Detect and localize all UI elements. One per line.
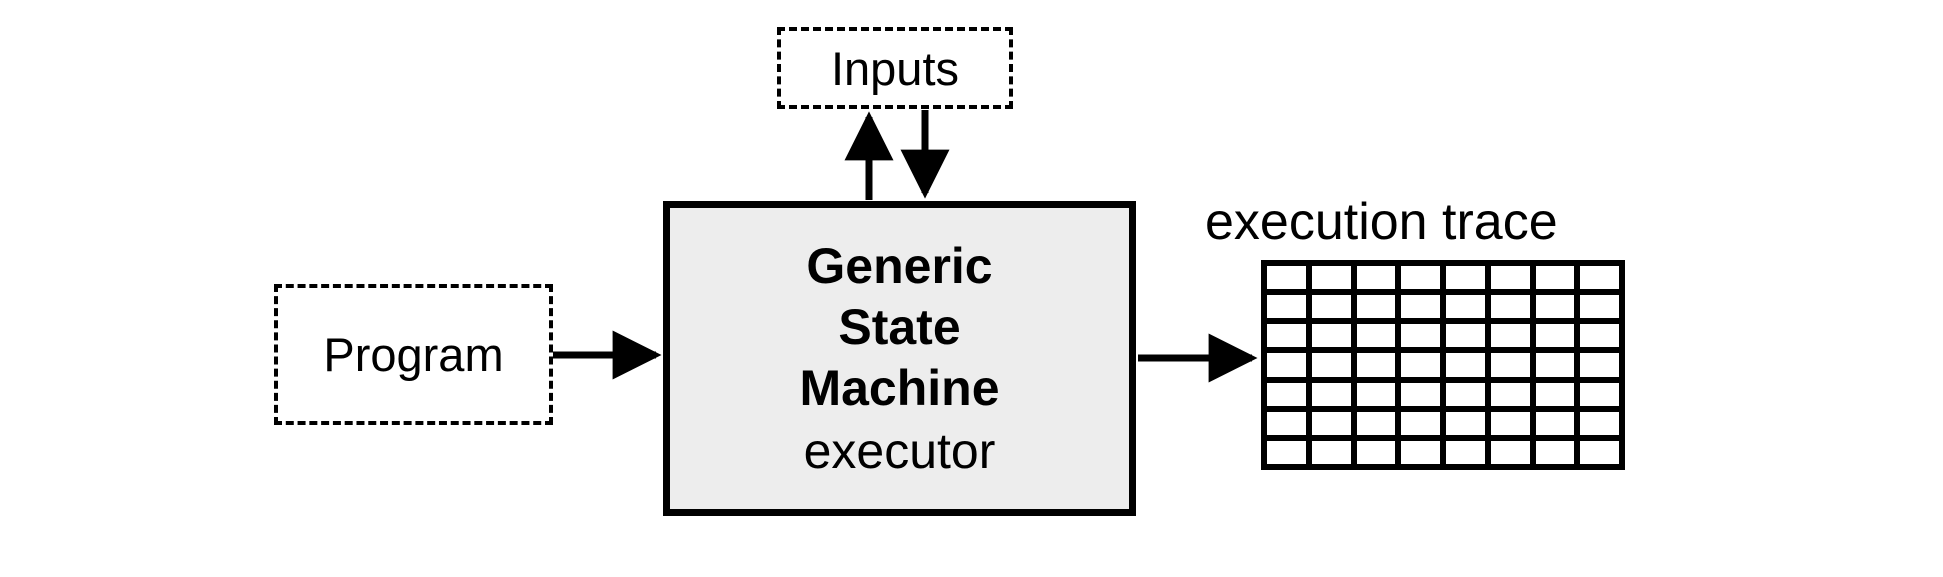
trace-row: [1264, 350, 1622, 380]
trace-cell[interactable]: [1577, 437, 1622, 467]
trace-cell[interactable]: [1577, 350, 1622, 380]
trace-cell[interactable]: [1532, 292, 1578, 322]
execution-trace-label: execution trace: [1205, 193, 1558, 251]
node-executor-label-line4: executor: [803, 422, 996, 479]
node-executor[interactable]: Generic State Machine executor: [663, 201, 1136, 516]
trace-row: [1264, 408, 1622, 438]
trace-cell[interactable]: [1487, 263, 1533, 293]
trace-cell[interactable]: [1487, 350, 1533, 380]
trace-cell[interactable]: [1398, 321, 1443, 351]
trace-cell[interactable]: [1532, 379, 1578, 409]
trace-row: [1264, 321, 1622, 351]
trace-cell[interactable]: [1398, 437, 1443, 467]
trace-cell[interactable]: [1353, 350, 1399, 380]
trace-row: [1264, 292, 1622, 322]
trace-cell[interactable]: [1264, 408, 1309, 438]
trace-cell[interactable]: [1308, 350, 1354, 380]
trace-cell[interactable]: [1398, 379, 1443, 409]
trace-cell[interactable]: [1353, 379, 1399, 409]
trace-cell[interactable]: [1264, 292, 1309, 322]
trace-cell[interactable]: [1398, 263, 1443, 293]
trace-cell[interactable]: [1398, 292, 1443, 322]
trace-cell[interactable]: [1443, 408, 1488, 438]
trace-cell[interactable]: [1264, 350, 1309, 380]
trace-cell[interactable]: [1398, 408, 1443, 438]
trace-cell[interactable]: [1308, 292, 1354, 322]
trace-cell[interactable]: [1264, 437, 1309, 467]
trace-row: [1264, 437, 1622, 467]
trace-cell[interactable]: [1487, 408, 1533, 438]
node-executor-label-line1: Generic: [806, 237, 993, 294]
trace-cell[interactable]: [1264, 321, 1309, 351]
trace-cell[interactable]: [1532, 321, 1578, 351]
trace-cell[interactable]: [1487, 292, 1533, 322]
trace-cell[interactable]: [1443, 321, 1488, 351]
trace-cell[interactable]: [1532, 350, 1578, 380]
trace-cell[interactable]: [1264, 263, 1309, 293]
trace-cell[interactable]: [1443, 437, 1488, 467]
trace-cell[interactable]: [1308, 437, 1354, 467]
trace-cell[interactable]: [1353, 263, 1399, 293]
trace-cell[interactable]: [1577, 292, 1622, 322]
node-inputs-label: Inputs: [830, 41, 960, 95]
trace-cell[interactable]: [1577, 379, 1622, 409]
execution-trace-grid[interactable]: [1261, 260, 1625, 470]
trace-cell[interactable]: [1398, 350, 1443, 380]
node-program-label: Program: [323, 328, 504, 381]
trace-cell[interactable]: [1532, 437, 1578, 467]
trace-cell[interactable]: [1353, 292, 1399, 322]
trace-cell[interactable]: [1353, 408, 1399, 438]
node-inputs[interactable]: Inputs: [777, 27, 1013, 109]
trace-row: [1264, 263, 1622, 293]
trace-cell[interactable]: [1487, 379, 1533, 409]
trace-cell[interactable]: [1353, 437, 1399, 467]
trace-cell[interactable]: [1532, 408, 1578, 438]
trace-cell[interactable]: [1264, 379, 1309, 409]
trace-cell[interactable]: [1443, 292, 1488, 322]
trace-cell[interactable]: [1443, 379, 1488, 409]
trace-cell[interactable]: [1443, 263, 1488, 293]
node-executor-label-line3: Machine: [799, 359, 1000, 416]
trace-cell[interactable]: [1577, 263, 1622, 293]
trace-cell[interactable]: [1308, 379, 1354, 409]
trace-cell[interactable]: [1577, 408, 1622, 438]
trace-cell[interactable]: [1487, 437, 1533, 467]
trace-cell[interactable]: [1487, 321, 1533, 351]
trace-cell[interactable]: [1532, 263, 1578, 293]
node-program[interactable]: Program: [274, 284, 553, 425]
trace-cell[interactable]: [1308, 408, 1354, 438]
trace-cell[interactable]: [1443, 350, 1488, 380]
trace-cell[interactable]: [1577, 321, 1622, 351]
trace-cell[interactable]: [1308, 321, 1354, 351]
trace-row: [1264, 379, 1622, 409]
trace-cell[interactable]: [1308, 263, 1354, 293]
trace-cell[interactable]: [1353, 321, 1399, 351]
node-executor-label-line2: State: [838, 298, 961, 355]
